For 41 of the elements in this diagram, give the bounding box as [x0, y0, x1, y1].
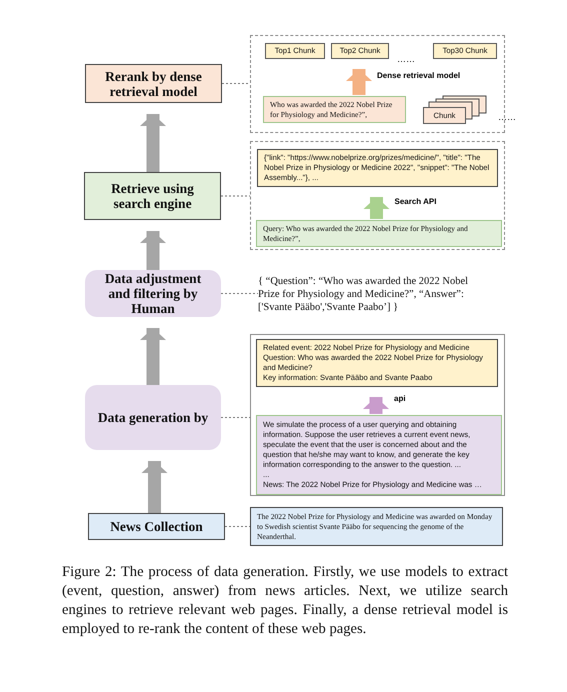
edge-label: api [394, 394, 406, 403]
chunk-box [265, 43, 325, 59]
prompt-box [256, 415, 502, 495]
block-arrow [364, 197, 390, 219]
block-arrow [140, 231, 166, 270]
news-box [250, 507, 503, 546]
block-arrow [140, 114, 166, 172]
edge-label: Search API [394, 196, 436, 206]
result-box [257, 149, 498, 187]
dotted-line [220, 293, 258, 294]
process-box [85, 270, 221, 317]
step-text: Data generation by [98, 410, 208, 425]
block-arrow [363, 397, 389, 414]
chunk-card [423, 107, 466, 124]
dashed-panel [250, 141, 505, 250]
dashed-panel [250, 35, 505, 133]
block-arrow [346, 69, 372, 95]
block-arrow [140, 328, 166, 385]
panel [250, 334, 505, 496]
process-box [88, 513, 225, 540]
chunk-box [331, 43, 389, 59]
block-arrow [142, 461, 168, 513]
json-text: { “Question”: “Who was awarded the 2022 Nobel Prize for Physiology and Medicine?”, “Answer”: ['Svante Pääbo','Svante Paabo’] } [258, 256, 490, 332]
query-box [263, 96, 406, 123]
step-text: News Collection [110, 519, 203, 534]
step-text: Data adjustment and filtering by Human [104, 271, 202, 316]
process-box [84, 172, 221, 220]
step-text: Retrieve using search engine [110, 181, 195, 211]
step-text: Rerank by dense retrieval model [104, 68, 203, 98]
query-box [256, 220, 502, 247]
output-box [256, 339, 498, 387]
figure-caption: Figure 2: The process of data generation. Firstly, we use models to extract (event, question, answer) from news articles. Next, we utilize search engines to retrieve relevant web pages. Finally, a dense retrieval model is employed to re-rank the content of these web pages. [62, 563, 508, 639]
process-box [85, 385, 221, 450]
dotted-line [220, 417, 250, 418]
dotted-line [222, 83, 250, 84]
ellipsis-text: …… [498, 112, 516, 122]
process-box [85, 64, 222, 103]
edge-label: Dense retrieval model [377, 70, 460, 80]
ellipsis-text: …… [397, 54, 415, 64]
chunk-box [433, 43, 497, 59]
dotted-line [224, 526, 250, 527]
